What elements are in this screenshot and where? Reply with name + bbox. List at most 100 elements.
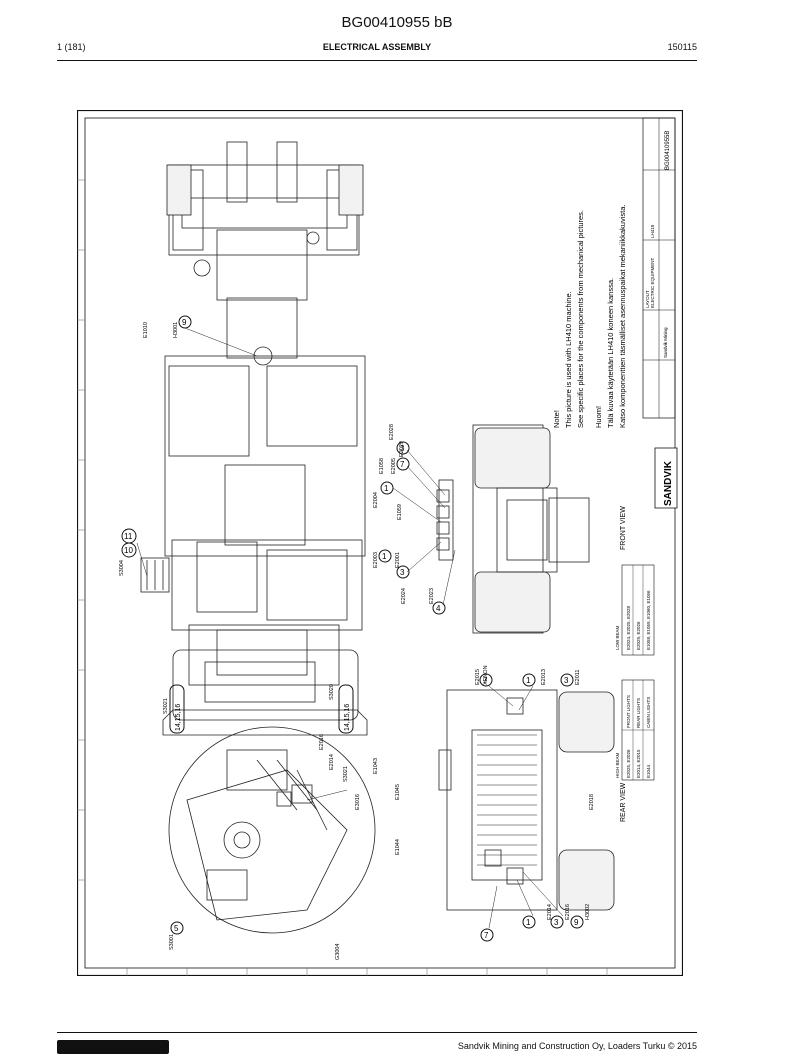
component-references: E1010 H3001 S3004 S3021 S3020 E2016 E201… — [119, 322, 595, 960]
ref-e1044: E1044 — [395, 839, 401, 855]
callout-circles: 9 10 11 14,15,16 14,15,16 5 7 1 3 9 7 1 … — [121, 315, 584, 942]
note-line-2: This picture is used with LH410 machine. — [564, 291, 573, 428]
ref-e1043: E1043 — [373, 758, 379, 774]
drawing-frame — [76, 109, 684, 977]
callout-10: 10 — [124, 546, 133, 555]
ref-e2016b: E2016 — [565, 904, 571, 920]
ref-e2018: E2018 — [589, 794, 595, 810]
electrical-layout-drawing: BG00410955B LH410 ELECTRIC EQUIPMENT LAY… — [76, 109, 684, 977]
callout-9-rear: 9 — [574, 918, 579, 927]
ref-s3001: S3001 — [169, 934, 175, 950]
front-legend-row-3: E1058, E1059, E1060, E1056 — [646, 590, 651, 650]
callout-4-front: 4 — [436, 604, 441, 613]
ref-e3016: E3016 — [355, 794, 361, 810]
rear-legend-header: HIGH BEAM — [615, 752, 620, 778]
title-block-line-3: LAYOUT — [645, 290, 650, 308]
callout-7-front-top: 7 — [400, 460, 405, 469]
callout-1-front: 1 — [384, 484, 389, 493]
loader-top-view — [140, 141, 368, 736]
callout-5: 5 — [174, 924, 179, 933]
rear-legend-row-1-label: FRONT LIGHTS — [626, 695, 631, 728]
callout-1-rear-top: 1 — [526, 676, 531, 685]
doc-date-code: 150115 — [667, 42, 697, 52]
callout-3-rear-top: 3 — [564, 676, 569, 685]
ref-e2015: E2015 — [475, 669, 481, 685]
ref-xenon: XENON — [483, 665, 489, 685]
title-block-line-2: ELECTRIC EQUIPMENT — [650, 257, 655, 308]
sandvik-logo-text: SANDVIK — [663, 460, 674, 506]
callout-9: 9 — [182, 318, 187, 327]
note-line-6: Katso komponenttien täsmälliset asennusp… — [618, 205, 627, 428]
note-line-4: Huom! — [594, 406, 603, 428]
rear-view-title: REAR VIEW — [620, 782, 627, 822]
section-title: ELECTRICAL ASSEMBLY — [322, 42, 432, 52]
sandvik-logo-box — [654, 447, 678, 509]
ref-e2014b: E2014 — [547, 904, 553, 920]
ref-e2005: E2005 — [391, 458, 397, 474]
rear-view-drawing — [438, 689, 615, 911]
callout-7-rear-top: 7 — [483, 676, 488, 685]
ref-s3020: S3020 — [329, 684, 335, 700]
ref-e2028: E2028 — [389, 424, 395, 440]
ref-e2001: E2001 — [395, 552, 401, 568]
ref-h3001: H3001 — [173, 322, 179, 338]
ref-e1058: E1058 — [379, 458, 385, 474]
ref-e2004: E2004 — [373, 492, 379, 508]
callout-14-15-16-b: 14,15,16 — [344, 704, 351, 731]
callout-3-rear: 3 — [554, 918, 559, 927]
ref-h3002: H3002 — [585, 904, 591, 920]
front-view-drawing — [436, 424, 590, 634]
ref-e2014: E2014 — [329, 754, 335, 770]
leader-lines — [136, 327, 564, 929]
front-view-title: FRONT VIEW — [620, 506, 627, 550]
ref-e2003: E2003 — [373, 552, 379, 568]
title-block: BG00410955B LH410 ELECTRIC EQUIPMENT LAY… — [642, 117, 678, 509]
document-number: BG00410955 bB — [341, 14, 453, 31]
callout-1-front-bottom: 1 — [382, 552, 387, 561]
page-header: 1 (181) ELECTRICAL ASSEMBLY 150115 — [57, 42, 697, 58]
title-block-line-1: LH410 — [650, 224, 655, 238]
ref-e2029: E2029 — [399, 441, 405, 457]
title-block-number: BG00410955B — [665, 131, 671, 170]
header-rule — [57, 60, 697, 61]
callout-3-front-bottom: 3 — [400, 568, 405, 577]
page-count: 1 (181) — [57, 42, 86, 52]
rear-legend-row-2-value: E2014, E2015 — [636, 749, 641, 778]
callout-14-15-16-a: 14,15,16 — [175, 704, 182, 731]
ref-s3004: S3004 — [119, 560, 125, 576]
ref-e2023: E2023 — [429, 588, 435, 604]
ref-g3004: G3004 — [335, 943, 341, 960]
footer-copyright: Sandvik Mining and Construction Oy, Load… — [457, 1041, 697, 1051]
front-legend-header: LOW BEAM — [615, 625, 620, 650]
ref-e2011: E2011 — [575, 670, 581, 686]
footer-rule — [57, 1032, 697, 1033]
front-lights-legend: LOW BEAM E2024, E2025, E2028 E2029, E202… — [615, 564, 655, 656]
callout-1-rear: 1 — [526, 918, 531, 927]
ref-e1045: E1045 — [395, 784, 401, 800]
rear-legend-row-1-value: E2025, E2026 — [626, 749, 631, 778]
front-legend-row-2: E2029, E2026 — [636, 621, 641, 650]
cabin-detail-view — [168, 726, 376, 934]
ref-s3021b: S3021 — [343, 766, 349, 782]
drawing-inner-frame — [84, 117, 676, 969]
callout-3-front-top: 3 — [400, 444, 405, 453]
note-line-1: Note! — [552, 410, 561, 428]
ref-e2016: E2016 — [319, 734, 325, 750]
ref-e1059: E1059 — [397, 504, 403, 520]
rear-lights-legend: FRONT LIGHTS REAR LIGHTS CABIN LIGHTS E2… — [615, 679, 655, 781]
front-legend-row-1: E2024, E2025, E2028 — [626, 605, 631, 650]
ref-e2013: E2013 — [541, 669, 547, 685]
ref-s3021: S3021 — [163, 698, 169, 714]
callout-11: 11 — [124, 532, 133, 541]
title-block-line-4: Sandvik Mining — [663, 327, 668, 358]
frame-grid-ticks — [77, 179, 608, 976]
note-line-3: See specific places for the components f… — [576, 210, 585, 428]
ref-e2024: E2024 — [401, 588, 407, 604]
callout-7-rear: 7 — [484, 931, 489, 940]
rear-legend-row-3-label: CABIN LIGHTS — [646, 697, 651, 728]
drawing-notes: Note! This picture is used with LH410 ma… — [552, 205, 627, 428]
sandvik-footer-logo — [57, 1040, 169, 1054]
rear-legend-row-2-label: REAR LIGHTS — [636, 698, 641, 728]
ref-e1010: E1010 — [143, 322, 149, 338]
note-line-5: Tälä kuvaa käytetään LH410 koneen kanssa… — [606, 278, 615, 428]
